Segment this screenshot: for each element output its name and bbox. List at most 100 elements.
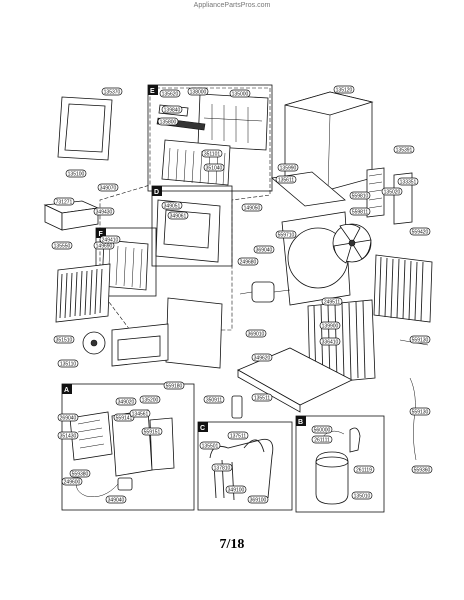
callout-pill-shape [349,191,371,200]
callout-pill: 135120 [333,85,355,94]
callout-number: 135511 [254,396,271,402]
callout-pill: 135010 [351,491,373,500]
callout-pill: 135501 [199,441,221,450]
callout-pill: 138000 [187,87,209,96]
callout-pill: 351430 [57,431,79,440]
callout-number: 149050 [244,206,261,212]
section-label: C [200,425,205,432]
callout-pill-shape [97,183,119,192]
callout-pill-shape [245,329,267,338]
callout-pill-shape [275,175,297,184]
callout-number: 351430 [60,434,77,440]
callout-number: 139840 [164,108,181,114]
callout-pill-shape [203,395,225,404]
callout-pill: 135511 [251,393,273,402]
callout-number: 135990 [280,166,297,172]
callout-pill: 560000 [311,425,333,434]
callout-number: 149690 [96,244,113,250]
section-b-box [295,415,385,513]
callout-number: 249680 [240,260,257,266]
callout-number: 559420 [412,230,429,236]
callout-pill: 349620 [251,353,273,362]
callout-pill-shape [211,463,233,472]
callout-number: 135800 [160,120,177,126]
callout-pill: 249410 [99,235,121,244]
callout-pill: 349061 [167,211,189,220]
callout-number: 559360 [414,468,431,474]
callout-number: 369010 [248,332,265,338]
callout-number: 559130 [412,338,429,344]
callout-pill: 349100 [225,485,247,494]
callout-pill: 135620 [159,89,181,98]
callout-pill-shape [113,413,135,422]
callout-pill-shape [187,87,209,96]
callout-pill: 351101 [201,149,223,158]
callout-pill-shape [311,435,333,444]
callout-number: 135010 [354,494,371,500]
section-label: D [154,189,159,196]
air-filter [161,139,231,186]
callout-pill-shape [105,495,127,504]
callout-pill: 336410 [319,337,341,346]
callout-pill-shape [57,359,79,368]
section-label: B [298,419,303,426]
callout-pill-shape [321,297,343,306]
callout-number: 349100 [228,488,245,494]
callout-number: 369040 [256,248,273,254]
callout-number: 351510 [56,338,73,344]
callout-pill: 559141 [113,413,135,422]
callout-pill: 139900 [319,321,341,330]
front-frame [57,96,113,161]
callout-number: 135110 [60,362,77,368]
callout-pill-shape [247,495,269,504]
callout-pill-shape [139,395,161,404]
base-pan [237,347,353,413]
callout-pill: 135020 [381,187,403,196]
secondary-coil [307,299,376,385]
callout-pill-shape [57,431,79,440]
callout-number: 135120 [336,88,353,94]
callout-number: 349061 [170,214,187,220]
callout-pill: 249600 [61,477,83,486]
callout-number: 139900 [322,324,339,330]
callout-number: 269040 [60,416,77,422]
callout-pill: 369040 [253,245,275,254]
fan-motor [239,281,291,303]
section-label: A [64,387,69,394]
callout-pill: 149050 [241,203,263,212]
callout-pill: 135391 [393,145,415,154]
callout-number: 137810 [214,466,231,472]
section-marker-d: D [152,186,162,196]
callout-pill-shape [101,87,123,96]
page-number: 7/18 [219,537,245,552]
section-marker-a: A [62,384,72,394]
callout-pill: 137511 [227,431,249,440]
callout-number: 249511 [324,300,341,306]
callout-pill: 559710 [275,230,297,239]
callout-pill: 149690 [93,241,115,250]
callout-pill: 559811 [349,207,371,216]
callout-pill-shape [351,491,373,500]
callout-labels: 1353701351001356201398401358001380003511… [51,85,433,504]
callout-pill-shape [227,431,249,440]
callout-pill-shape [161,201,183,210]
callout-number: 135000 [232,92,249,98]
callout-pill: 351040 [203,163,225,172]
callout-pill-shape [333,85,355,94]
callout-pill: 135100 [65,169,87,178]
callout-pill: 134561 [129,409,151,418]
callout-pill: 349070 [97,183,119,192]
callout-pill-shape [319,321,341,330]
front-panel [197,93,269,151]
callout-pill: 135990 [277,163,299,172]
callout-pill: 349020 [115,397,137,406]
callout-pill-shape [199,441,221,450]
side-grille-right [393,172,413,225]
callout-number: 350911 [206,398,223,404]
callout-pill-shape [167,211,189,220]
condenser-coil [373,254,433,323]
callout-pill: 559151 [141,427,163,436]
callout-pill-shape [381,187,403,196]
callout-pill-shape [393,145,415,154]
callout-pill-shape [203,163,225,172]
